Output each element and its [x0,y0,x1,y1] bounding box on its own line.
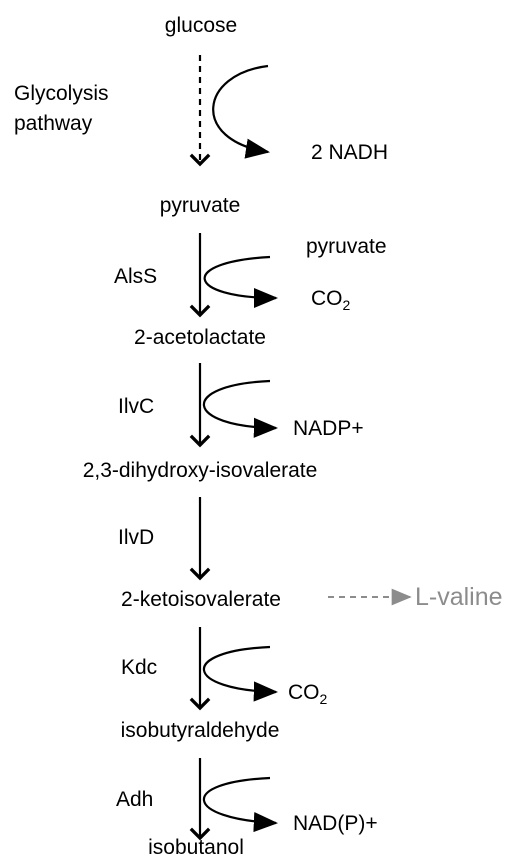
cofactor-co2-kdc: CO2 [288,681,328,707]
side-product-l-valine: L-valine [415,583,503,611]
cofactor-2-nadh: 2 NADH [311,141,389,164]
enzyme-ilvd: IlvD [118,526,155,549]
metabolite-pyruvate: pyruvate [159,194,241,217]
cofactor-pyruvate-input: pyruvate [306,235,387,258]
metabolite-2-ketoisovalerate: 2-ketoisovalerate [121,588,281,611]
metabolite-isobutyraldehyde: isobutyraldehyde [120,719,280,742]
metabolite-isobutanol: isobutanol [148,836,244,859]
metabolite-2-acetolactate: 2-acetolactate [134,326,266,349]
cofactor-co2-alss: CO2 [311,287,351,313]
cofactor-nad-p: NAD(P)+ [293,812,378,835]
kdc-arrow [189,627,279,711]
cofactor-nadp: NADP+ [293,417,364,440]
enzyme-adh: Adh [116,788,154,811]
enzyme-glycolysis-line2: pathway [14,112,93,135]
enzyme-ilvc: IlvC [118,395,155,418]
adh-arrow [189,758,279,841]
ilvc-arrow [189,363,279,448]
enzyme-glycolysis-line1: Glycolysis [14,82,109,105]
alss-arrow [189,233,279,318]
metabolite-2-3-dihydroxy-isovalerate: 2,3-dihydroxy-isovalerate [82,459,318,482]
enzyme-alss: AlsS [114,265,158,288]
metabolite-glucose: glucose [164,14,238,37]
enzyme-kdc: Kdc [121,656,158,679]
glycolysis-arrow [189,55,270,167]
